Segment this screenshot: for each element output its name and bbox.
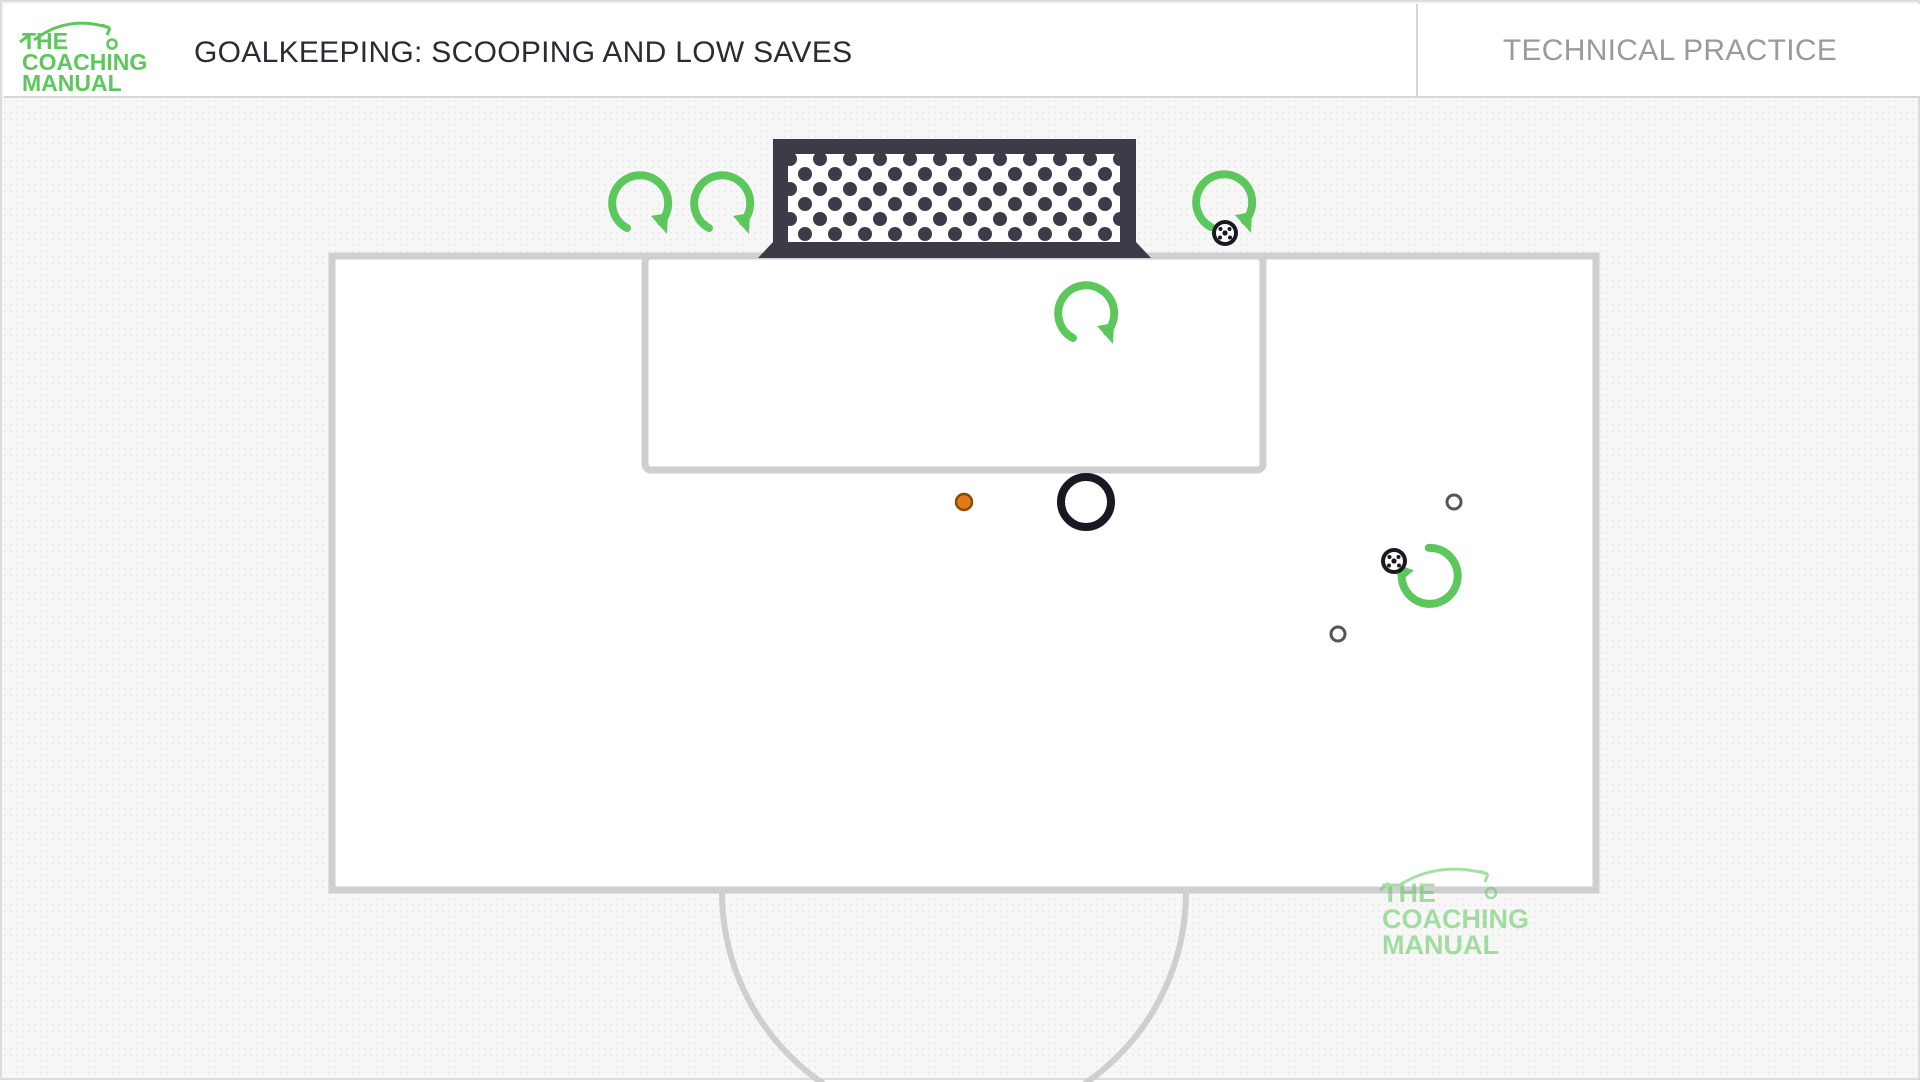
six-yard-box [641,252,1267,474]
logo-line-1: THE [22,28,68,54]
header-bar: THE COACHING MANUAL GOALKEEPING: SCOOPIN… [4,4,1920,98]
disc-marker-icon [1445,493,1463,511]
watermark-line-2: COACHING [1382,904,1529,934]
logo-arc-icon [19,21,118,50]
watermark-line-1: THE [1382,878,1436,908]
rotation-arrow-icon [694,175,750,234]
coaching-manual-logo: THE COACHING MANUAL [18,16,158,96]
coaching-manual-watermark: THE COACHING MANUAL [1378,864,1548,964]
disc-marker-icon [1329,625,1347,643]
page-title: GOALKEEPING: SCOOPING AND LOW SAVES [194,36,853,69]
practice-category: TECHNICAL PRACTICE [1502,34,1838,67]
football-icon [1212,220,1238,246]
rotation-arrow-icon [612,175,668,234]
cone-icon [954,492,974,512]
football-icon [1381,548,1407,574]
penalty-arc [719,891,1189,1082]
watermark-line-3: MANUAL [1382,930,1499,960]
goalkeeper-ring-icon [1057,473,1115,531]
logo-line-3: MANUAL [22,70,122,96]
header-divider [1416,4,1418,98]
logo-line-2: COACHING [22,49,148,75]
watermark-arc-icon [1379,867,1498,900]
goal-net [758,139,1151,258]
